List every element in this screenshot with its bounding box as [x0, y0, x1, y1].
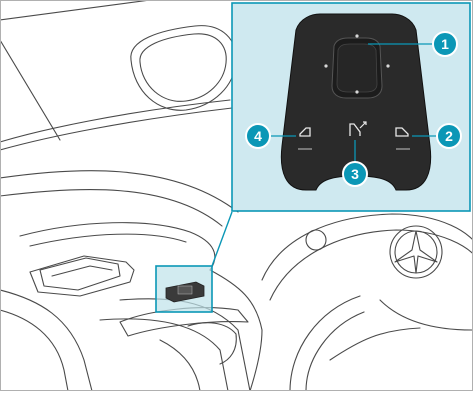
callout-3: 3 — [343, 162, 367, 186]
inset-panel: 1 2 3 4 — [232, 3, 470, 211]
callout-4-number: 4 — [254, 128, 262, 144]
mirror-adjust-joystick[interactable] — [332, 38, 382, 98]
left-dot — [324, 64, 327, 67]
callout-1: 1 — [433, 32, 457, 56]
right-dot — [386, 64, 389, 67]
callout-2-number: 2 — [445, 128, 453, 144]
callout-1-number: 1 — [441, 36, 449, 52]
callout-2: 2 — [437, 124, 461, 148]
control-highlight-box — [156, 266, 212, 312]
up-dot — [355, 34, 358, 37]
callout-4: 4 — [246, 124, 270, 148]
down-dot — [355, 90, 358, 93]
callout-3-number: 3 — [351, 166, 359, 182]
